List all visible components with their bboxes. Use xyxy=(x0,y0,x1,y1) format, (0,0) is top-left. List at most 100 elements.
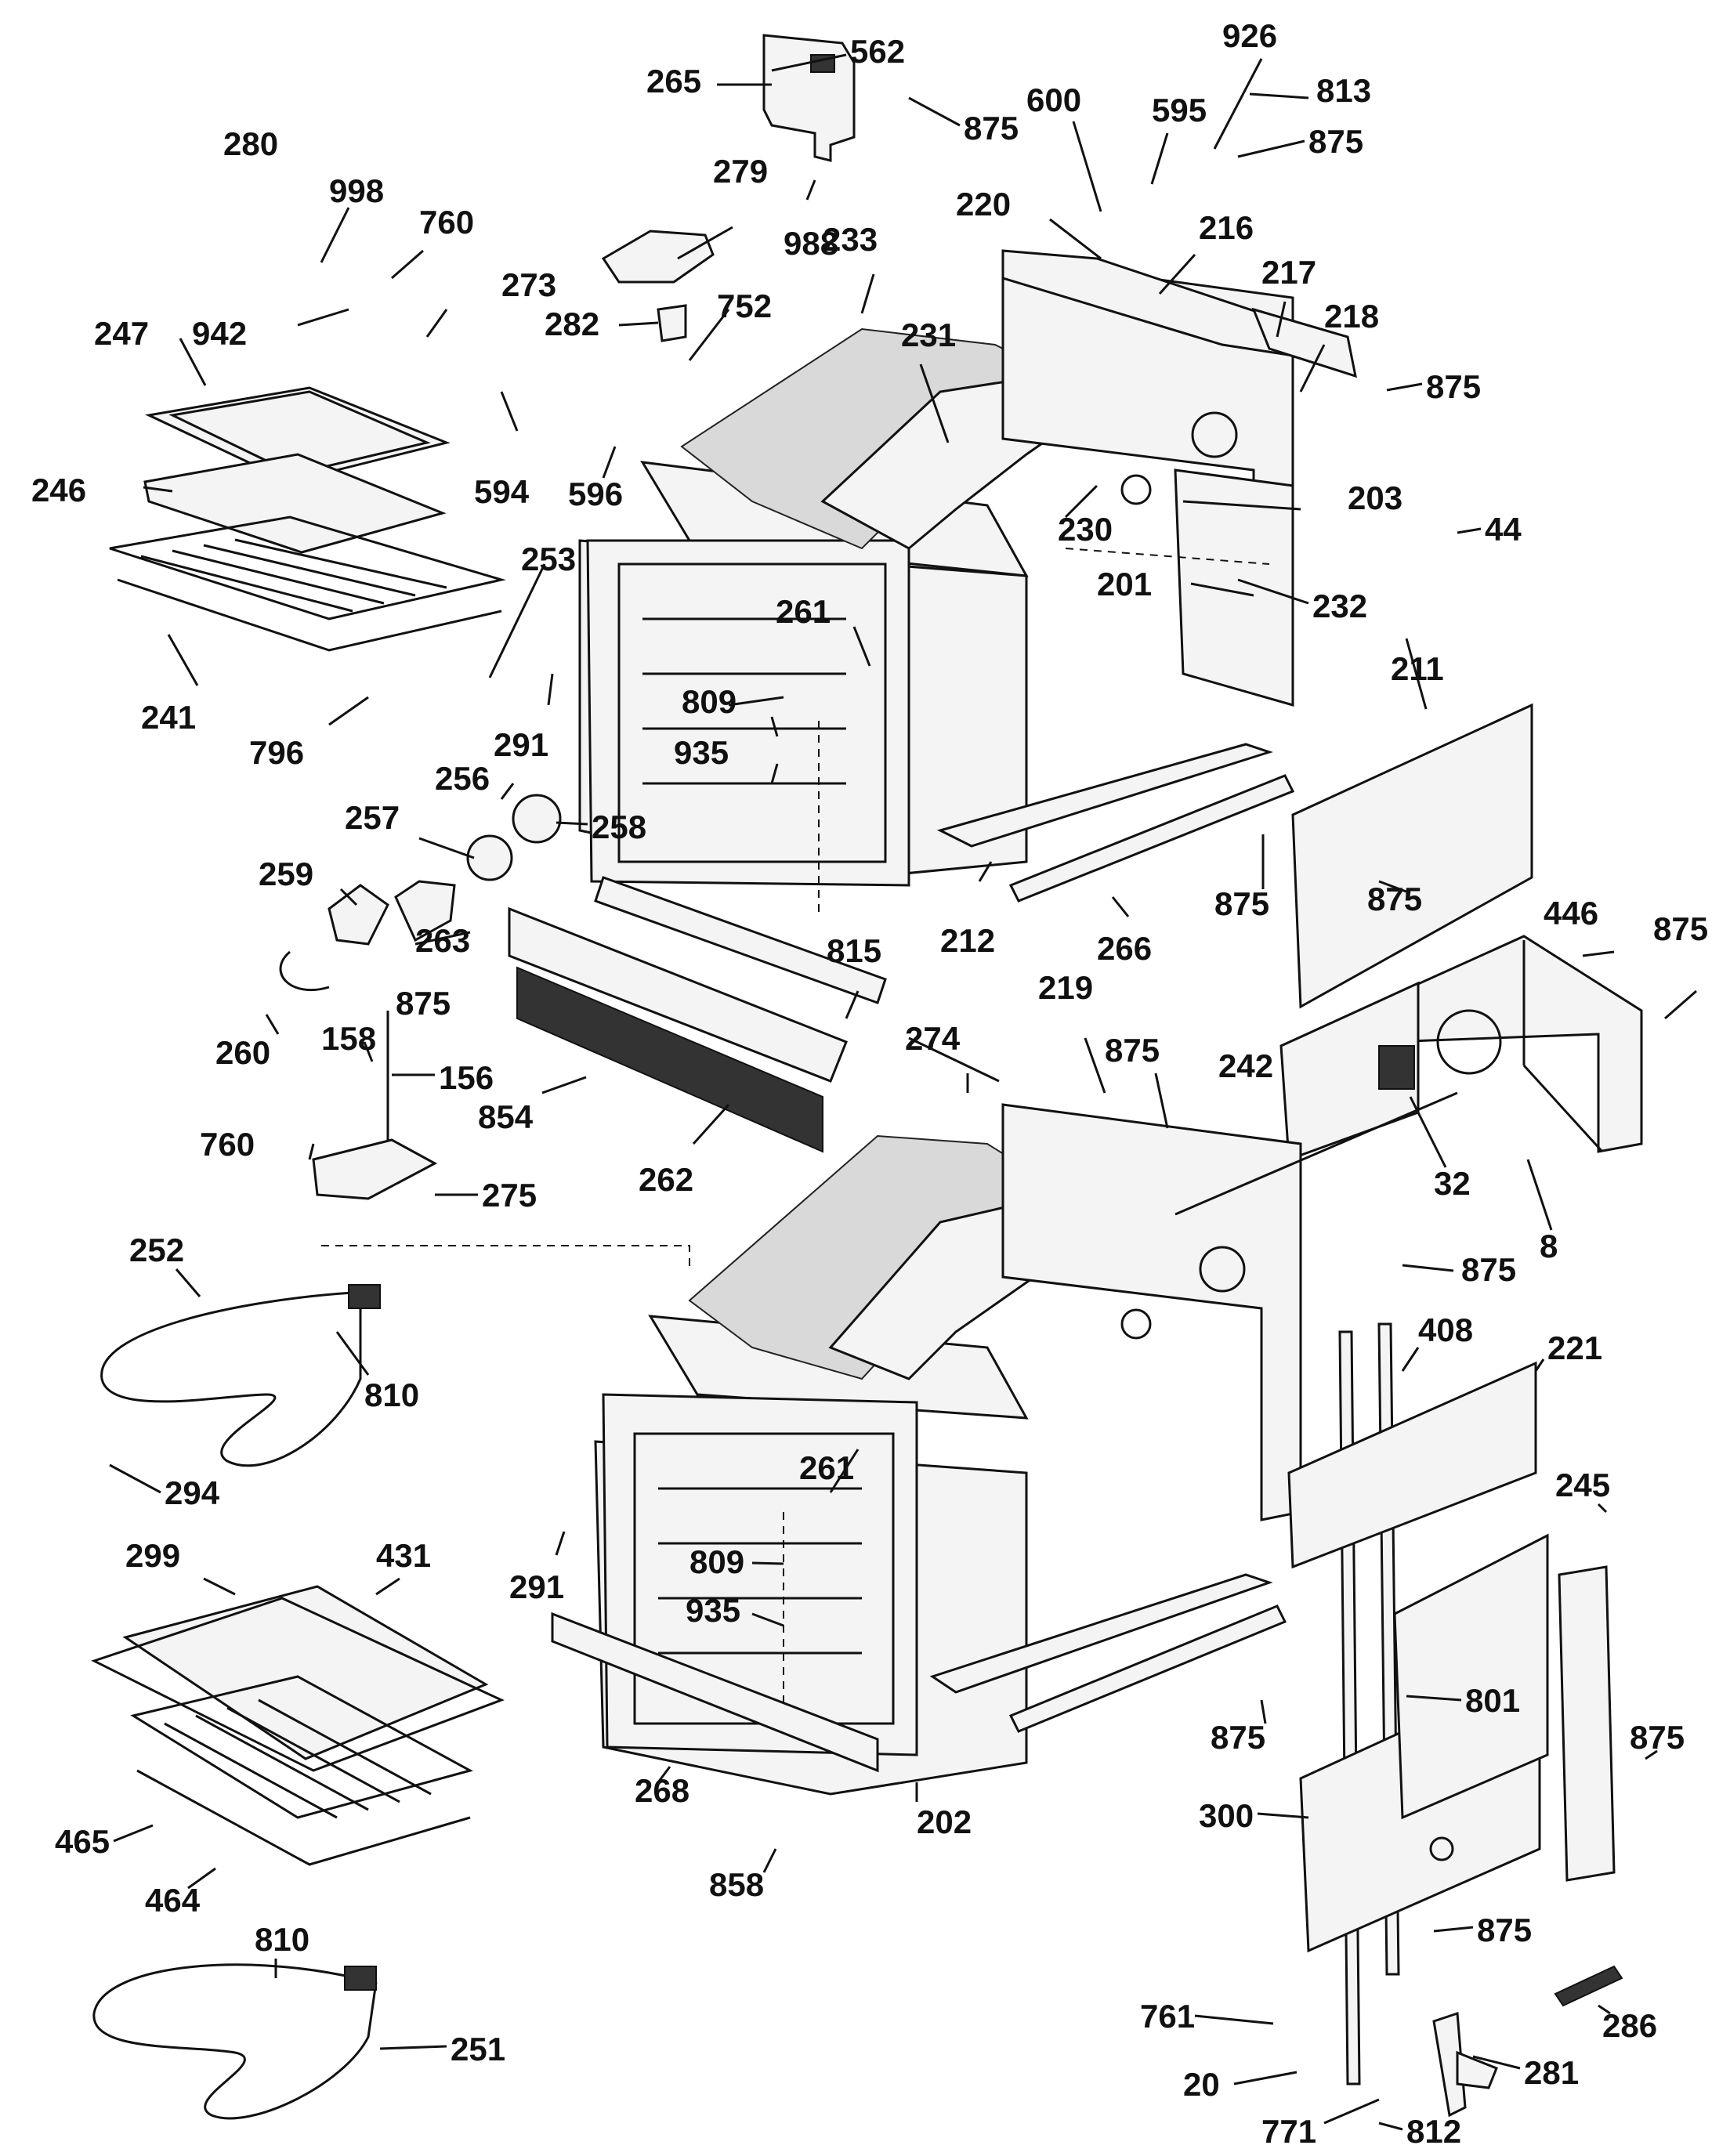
lower-broiler-pan-part xyxy=(91,1585,505,1772)
callout-156: 156 xyxy=(439,1059,494,1096)
callout-875-lower-right: 875 xyxy=(1461,1251,1516,1288)
callout-875-far-right: 875 xyxy=(1653,910,1708,947)
lower-bottom-channel-part xyxy=(929,1573,1287,1733)
lower-side-panels-part xyxy=(1287,1361,1549,1953)
assembly-reference-lines xyxy=(321,548,1270,1708)
lower-side-frame-part xyxy=(1001,1091,1458,1521)
door-latch-parts xyxy=(1432,1965,1623,2118)
callout-253: 253 xyxy=(521,541,576,577)
callout-771: 771 xyxy=(1261,2113,1316,2150)
callout-998: 998 xyxy=(329,172,384,209)
part-illustrations xyxy=(91,34,1643,2120)
callout-875-center: 875 xyxy=(1105,1032,1160,1069)
callout-219: 219 xyxy=(1038,969,1093,1006)
callout-275: 275 xyxy=(482,1177,537,1214)
callout-875-bottom: 875 xyxy=(1477,1912,1532,1948)
callout-760-left: 760 xyxy=(200,1126,255,1163)
callout-810-upper: 810 xyxy=(364,1376,419,1413)
callout-300: 300 xyxy=(1199,1797,1254,1834)
broiler-pan-part xyxy=(143,386,451,554)
callout-232: 232 xyxy=(1312,588,1367,624)
callout-246: 246 xyxy=(31,472,86,508)
callout-875-lower-far-right: 875 xyxy=(1630,1719,1685,1756)
callout-299: 299 xyxy=(125,1537,180,1574)
oven-light-parts xyxy=(279,794,562,992)
upper-bottom-channels-part xyxy=(936,743,1295,903)
bracket-part xyxy=(762,34,856,162)
callout-201: 201 xyxy=(1097,566,1152,602)
callout-265: 265 xyxy=(646,63,701,99)
door-trim-parts xyxy=(508,876,887,1153)
kick-panel-part xyxy=(551,1612,879,1773)
callout-942: 942 xyxy=(192,315,247,352)
callout-291-lower: 291 xyxy=(509,1568,564,1605)
bake-element-part xyxy=(92,1963,378,2120)
thermostat-part xyxy=(1378,1045,1415,1090)
callout-600: 600 xyxy=(1026,81,1081,118)
callout-926: 926 xyxy=(1222,17,1277,54)
callout-875-left: 875 xyxy=(396,985,451,1022)
callout-761: 761 xyxy=(1140,1998,1195,2035)
callout-256: 256 xyxy=(435,760,490,797)
callout-220: 220 xyxy=(956,186,1011,222)
callout-241: 241 xyxy=(141,699,196,736)
callout-815: 815 xyxy=(827,932,881,969)
callout-988: 988 xyxy=(784,225,838,262)
callout-935-upper: 935 xyxy=(674,734,729,771)
lower-oven-rack-part xyxy=(130,1675,473,1866)
callout-854: 854 xyxy=(478,1098,534,1135)
callout-258: 258 xyxy=(592,808,646,845)
vent-knob-part xyxy=(601,230,715,342)
oven-rack-part xyxy=(109,515,506,652)
callout-596: 596 xyxy=(568,476,623,512)
side-panel-part xyxy=(1291,703,1533,1009)
callout-262: 262 xyxy=(639,1161,693,1198)
callout-259: 259 xyxy=(259,856,313,892)
side-trim-245-part xyxy=(1558,1565,1616,1882)
callout-282: 282 xyxy=(545,306,599,342)
callout-796: 796 xyxy=(249,734,304,771)
callout-20: 20 xyxy=(1183,2066,1220,2103)
callout-810-lower: 810 xyxy=(255,1921,309,1958)
callout-202: 202 xyxy=(917,1803,972,1840)
callout-562: 562 xyxy=(850,33,905,70)
callout-252: 252 xyxy=(129,1232,184,1268)
callout-158: 158 xyxy=(321,1020,376,1057)
callout-217: 217 xyxy=(1261,254,1316,291)
callout-218: 218 xyxy=(1324,298,1379,335)
callout-231: 231 xyxy=(901,317,956,353)
callout-809-upper: 809 xyxy=(682,683,737,720)
callout-261-upper: 261 xyxy=(776,593,831,630)
callout-245: 245 xyxy=(1555,1467,1610,1503)
callout-446: 446 xyxy=(1544,895,1598,931)
callout-230: 230 xyxy=(1058,511,1113,548)
callout-212: 212 xyxy=(940,922,995,959)
callout-274: 274 xyxy=(905,1020,961,1057)
callout-594: 594 xyxy=(474,473,530,510)
callout-221: 221 xyxy=(1547,1329,1602,1366)
callout-875-lower-middle: 875 xyxy=(1211,1719,1265,1756)
callout-809-lower: 809 xyxy=(689,1543,744,1580)
callout-211: 211 xyxy=(1391,650,1444,687)
callout-595: 595 xyxy=(1152,92,1207,128)
callout-251: 251 xyxy=(451,2031,505,2067)
callout-431: 431 xyxy=(376,1537,431,1574)
callout-8: 8 xyxy=(1540,1228,1558,1264)
callout-812: 812 xyxy=(1406,2113,1461,2150)
callout-464: 464 xyxy=(145,1882,201,1919)
callout-260: 260 xyxy=(215,1034,270,1071)
callout-875-right: 875 xyxy=(1426,368,1481,405)
callout-875-top-right: 875 xyxy=(1308,123,1363,160)
callout-266: 266 xyxy=(1097,930,1152,967)
callout-257: 257 xyxy=(345,799,400,836)
callout-279: 279 xyxy=(713,153,768,190)
callout-286: 286 xyxy=(1602,2007,1657,2044)
callout-268: 268 xyxy=(635,1772,689,1809)
callout-44: 44 xyxy=(1485,511,1522,548)
callout-273: 273 xyxy=(501,266,556,303)
callout-760-top: 760 xyxy=(419,204,474,241)
callout-32: 32 xyxy=(1434,1165,1471,1202)
callout-247: 247 xyxy=(94,315,149,352)
callout-465: 465 xyxy=(55,1823,110,1860)
